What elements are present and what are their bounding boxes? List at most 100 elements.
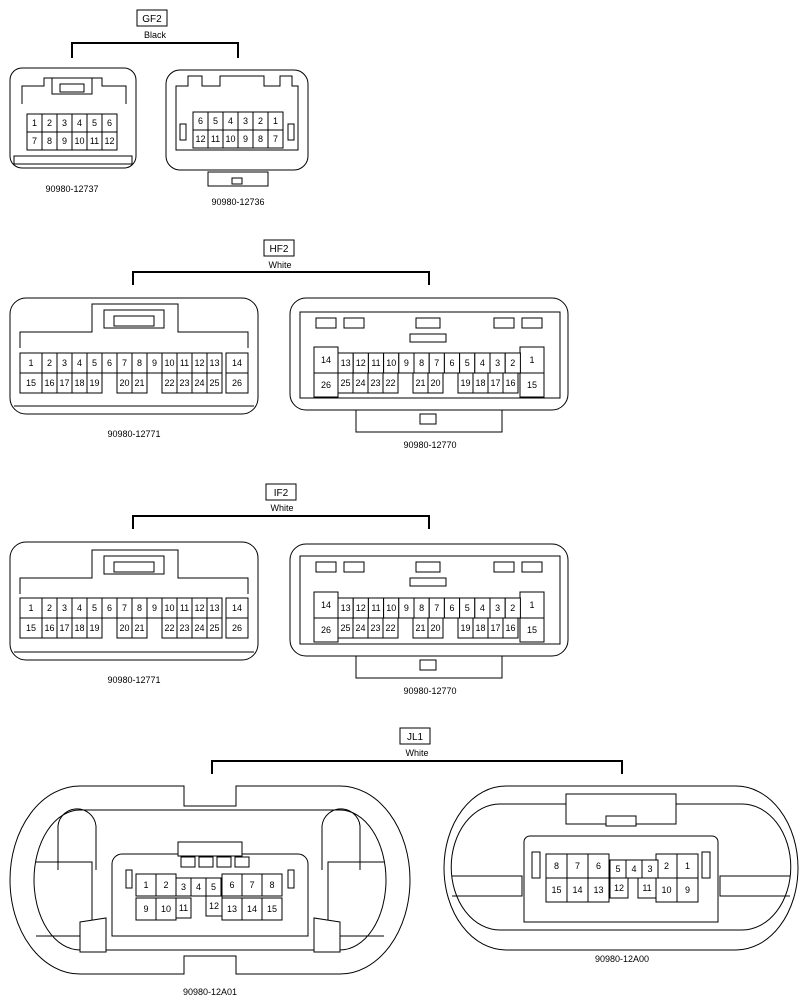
gf2-bracket [71, 42, 239, 58]
pin-cavity [502, 372, 519, 394]
connector-face [523, 835, 719, 923]
connector-outline [19, 549, 249, 594]
pin-cavity [313, 346, 339, 374]
pin-label: 5 [92, 603, 97, 613]
pin-label: 11 [642, 883, 651, 893]
pin-cavity [676, 877, 699, 903]
connector-slot [521, 317, 543, 329]
connector-base [13, 155, 133, 165]
pin-label: 12 [356, 603, 366, 613]
pin-label: 5 [213, 116, 218, 126]
pin-label: 21 [415, 378, 425, 388]
jl1-color: White [405, 748, 428, 758]
gf2-code-box [136, 9, 168, 27]
connector-foot-left [79, 917, 107, 953]
pin-label: 19 [460, 623, 470, 633]
if2-bracket [132, 515, 430, 529]
pin-label: 22 [385, 378, 395, 388]
pin-label: 20 [119, 623, 129, 633]
pin-label: 7 [575, 861, 580, 871]
pin-label: 11 [211, 134, 220, 144]
pin-label: 4 [77, 603, 82, 613]
pin-label: 1 [28, 603, 33, 613]
connector-slot [315, 317, 337, 329]
pin-label: 7 [122, 358, 127, 368]
connector-outline [19, 303, 249, 348]
pin-label: 6 [449, 358, 454, 368]
pin-label: 17 [59, 378, 69, 388]
pin-label: 13 [209, 603, 219, 613]
pin-label: 6 [229, 880, 234, 890]
pin-label: 10 [225, 134, 235, 144]
pin-cavity [225, 372, 249, 394]
pin-label: 17 [59, 623, 69, 633]
lock-slot [180, 856, 196, 868]
pin-label: 9 [404, 603, 409, 613]
pin-label: 11 [180, 358, 189, 368]
pin-label: 2 [163, 880, 168, 890]
pin-label: 2 [47, 603, 52, 613]
connector-slot [343, 561, 365, 573]
pin-label: 11 [371, 358, 380, 368]
connector-key-right [287, 869, 295, 889]
connector-slot [521, 561, 543, 573]
connector-lock-catch [419, 659, 437, 671]
pin-label: 4 [77, 118, 82, 128]
pin-cavity [382, 617, 399, 639]
pin-label: 18 [475, 378, 485, 388]
pin-label: 1 [28, 358, 33, 368]
pin-label: 20 [430, 378, 440, 388]
pin-label: 3 [181, 882, 186, 892]
connector-key-left [125, 869, 133, 889]
pin-label: 25 [209, 378, 219, 388]
pin-label: 18 [74, 623, 84, 633]
pin-label: 12 [356, 358, 366, 368]
pin-label: 12 [614, 883, 624, 893]
connector-slot [343, 317, 365, 329]
pin-label: 22 [164, 378, 174, 388]
pin-label: 15 [267, 904, 277, 914]
connector-latch-inner [113, 315, 155, 327]
pin-label: 2 [510, 603, 515, 613]
pin-label: 22 [385, 623, 395, 633]
connector-foot-right [313, 917, 341, 953]
pin-label: 10 [164, 358, 174, 368]
pin-label: 12 [195, 134, 205, 144]
pin-label: 14 [321, 600, 331, 610]
lock-slot [198, 856, 214, 868]
pin-cavity [587, 877, 610, 903]
pin-label: 5 [465, 603, 470, 613]
pin-label: 8 [137, 358, 142, 368]
jl1-code-box [399, 727, 431, 745]
pin-label: 16 [44, 378, 54, 388]
pin-label: 15 [551, 885, 561, 895]
connector-guide-left [57, 808, 97, 870]
pin-label: 19 [89, 378, 99, 388]
pin-label: 10 [164, 603, 174, 613]
pin-label: 25 [340, 623, 350, 633]
pin-label: 20 [430, 623, 440, 633]
pin-label: 5 [92, 118, 97, 128]
pin-label: 12 [194, 603, 204, 613]
pin-cavity [609, 877, 629, 899]
pin-label: 16 [44, 623, 54, 633]
pin-cavity [101, 131, 118, 151]
pin-label: 21 [134, 623, 144, 633]
pin-label: 20 [119, 378, 129, 388]
pin-label: 7 [273, 134, 278, 144]
if2-right-part-number: 90980-12770 [403, 686, 456, 696]
pin-label: 11 [90, 136, 99, 146]
pin-label: 5 [211, 882, 216, 892]
pin-label: 6 [449, 603, 454, 613]
pin-label: 4 [77, 358, 82, 368]
if2-code-box [265, 483, 297, 501]
connector-slot [493, 561, 515, 573]
jl1-left-part-number: 90980-12A01 [183, 987, 237, 997]
pin-cavity [427, 372, 444, 394]
